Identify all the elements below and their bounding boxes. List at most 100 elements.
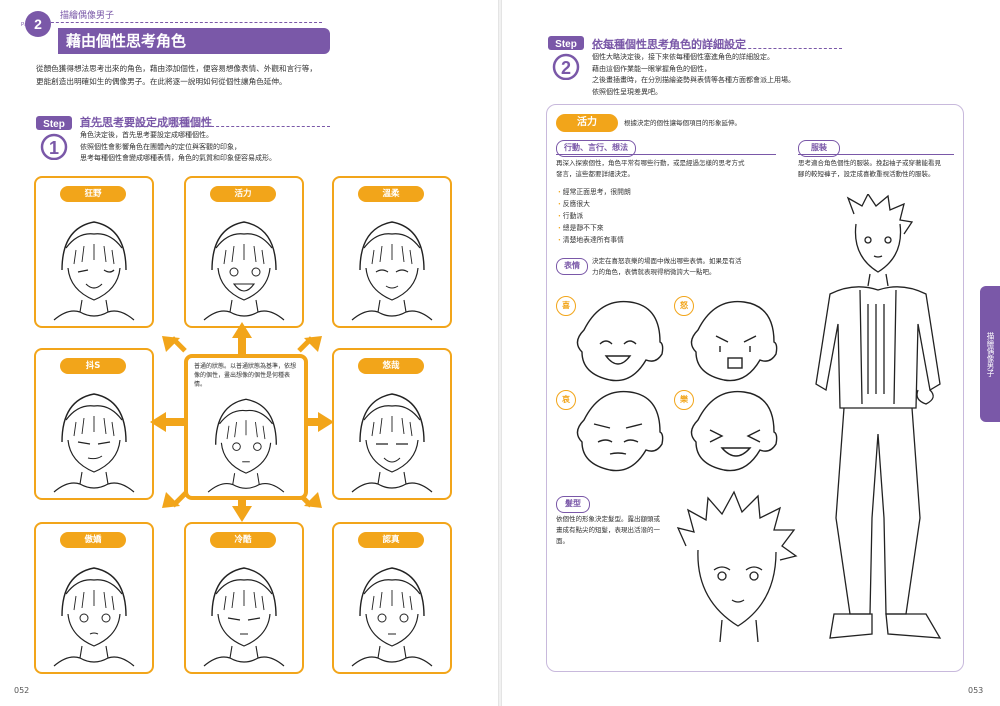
- full-body-character-illustration: [815, 194, 942, 639]
- step1-line: 思考每種個性會變成哪種表情，角色的氣質和印象便容易成形。: [80, 154, 276, 162]
- hair-line: 依個性的形象決定髮型。露出額頭或: [556, 515, 660, 523]
- intro-text: 從顏色獲得想法思考出來的角色，藉由添加個性，便容易想像表情、外觀和言行等， 更能…: [36, 62, 336, 88]
- behavior-list: ・經常正面思考，很開朗 ・反應很大 ・行動派 ・總是靜不下來 ・清楚地表達所有事…: [556, 186, 631, 246]
- step2-word: Step: [555, 39, 577, 50]
- expression-line: 決定在喜怒哀樂的場面中做出哪些表情。如果是有活: [592, 257, 742, 265]
- character-face-illustration: [203, 567, 285, 667]
- step2-line: 藉由這個作業能一眼掌握角色的個性，: [592, 64, 711, 73]
- step2-text: 個性大略決定後，接下來依每種個性塞進角色的詳細設定。 藉由這個作業能一眼掌握角色…: [592, 52, 795, 98]
- list-item: ・總是靜不下來: [556, 224, 604, 232]
- step1-text: 角色決定後，首先思考要設定成哪種個性。 依照個性會影響角色在團體內的定位與客觀的…: [80, 130, 276, 165]
- page-gutter: [498, 0, 502, 706]
- card-label: 狂野: [60, 186, 126, 202]
- part-number: 2: [34, 16, 42, 32]
- joyful-head: [690, 390, 778, 472]
- hand: [916, 389, 934, 405]
- direction-arrows: [150, 322, 334, 522]
- hair-label: 髮型: [556, 496, 590, 513]
- page-number-left: 052: [14, 686, 30, 695]
- hairstyle-illustration: [676, 490, 798, 643]
- step2-badge: Step 2: [548, 36, 584, 80]
- step2-title: 依每種個性思考角色的詳細設定: [592, 38, 746, 51]
- clothing-label: 服裝: [798, 140, 840, 157]
- behavior-divider: [556, 154, 776, 155]
- part-header-line: [36, 8, 322, 23]
- step1-badge: Step 1: [36, 116, 72, 160]
- hair-line: 面。: [556, 537, 569, 545]
- personality-card-carefree: 悠哉: [332, 348, 452, 500]
- expression-heads: [576, 300, 778, 472]
- personality-card-sadistic: 抖S: [34, 348, 154, 500]
- clothing-line: 思考適合角色個性的服裝。挽起袖子或穿著能看見: [798, 159, 941, 167]
- behavior-line: 發言，這些都要詳細決定。: [556, 170, 634, 178]
- list-item: ・反應很大: [556, 200, 590, 208]
- clothing-line: 腳的較短褲子，設定成喜歡重視活動性的服裝。: [798, 170, 935, 178]
- character-face-illustration: [207, 398, 285, 493]
- step1-divider: [80, 126, 330, 128]
- personality-card-tsundere: 傲嬌: [34, 522, 154, 674]
- clothing-text: 思考適合角色個性的服裝。挽起袖子或穿著能看見 腳的較短褲子，設定成喜歡重視活動性…: [798, 158, 941, 180]
- part-label: Part: [21, 22, 31, 28]
- personality-card-serious: 認真: [332, 522, 452, 674]
- card-label: 認真: [358, 532, 424, 548]
- shoes: [829, 613, 942, 639]
- emotion-tag-joyful: 樂: [674, 390, 694, 410]
- clothing-divider: [798, 154, 954, 155]
- sad-head: [576, 390, 664, 472]
- emotion-tag-angry: 怒: [674, 296, 694, 316]
- list-item: ・經常正面思考，很開朗: [556, 188, 631, 196]
- character-face-illustration: [53, 567, 135, 667]
- happy-head: [576, 300, 664, 382]
- step1-word: Step: [43, 119, 65, 130]
- page-number-right: 053: [968, 686, 984, 695]
- chapter-side-tab: 描繪偶像男子: [980, 286, 1000, 422]
- character-face-illustration: [351, 393, 433, 493]
- list-item: ・清楚地表達所有事情: [556, 236, 624, 244]
- behavior-text: 再深入探索個性，角色平常有哪些行動，或是經過怎樣的思考方式 發言，這些都要詳細決…: [556, 158, 745, 180]
- emotion-tag-happy: 喜: [556, 296, 576, 316]
- intro-line: 從顏色獲得想法思考出來的角色，藉由添加個性，便容易想像表情、外觀和言行等，: [36, 64, 317, 73]
- character-face-illustration: [53, 221, 135, 321]
- hair: [846, 194, 914, 235]
- card-label: 悠哉: [358, 358, 424, 374]
- card-label: 抖S: [60, 358, 126, 374]
- emotion-tag-sad: 哀: [556, 390, 576, 410]
- personality-card-energetic: 活力: [184, 176, 304, 328]
- personality-card-cool: 冷酷: [184, 522, 304, 674]
- step2-divider: [592, 48, 842, 49]
- expression-label: 表情: [556, 258, 588, 275]
- list-item: ・行動派: [556, 212, 584, 220]
- character-face-illustration: [53, 393, 135, 493]
- jacket: [815, 286, 941, 409]
- personality-card-gentle: 溫柔: [332, 176, 452, 328]
- character-face-illustration: [351, 221, 433, 321]
- step2-line: 之後畫插畫時，在分別描繪姿勢與表情等各種方面都會派上用場。: [592, 76, 795, 84]
- personality-label-energetic: 活力: [556, 114, 618, 132]
- page-title: 藉由個性思考角色: [58, 28, 330, 54]
- card-label: 活力: [210, 186, 276, 202]
- card-label: 傲嬌: [60, 532, 126, 548]
- step1-line: 角色決定後，首先思考要設定成哪種個性。: [80, 131, 213, 139]
- part-subtitle: 描繪偶像男子: [60, 11, 115, 21]
- angry-head: [690, 300, 778, 382]
- intro-line: 更能創造出明確如生的偶像男子。在此將逐一說明如何從個性讓角色延伸。: [36, 77, 287, 86]
- step1-number: 1: [49, 138, 59, 158]
- center-card-text: 普通的狀態。以普通狀態為基準，依想像的個性，畫出想像的個性是何種表情。: [194, 363, 297, 388]
- card-label: 冷酷: [210, 532, 276, 548]
- expression-text: 決定在喜怒哀樂的場面中做出哪些表情。如果是有活 力的角色，表情就表現得稍微誇大一…: [592, 256, 742, 278]
- step2-number: 2: [561, 58, 571, 78]
- character-face-illustration: [351, 567, 433, 667]
- behavior-label: 行動、言行、想法: [556, 140, 636, 157]
- hair-line: 畫成有點尖的短髮，表現出活潑的一: [556, 526, 660, 534]
- expression-line: 力的角色，表情就表現得稍微誇大一點吧。: [592, 268, 716, 276]
- character-face-illustration: [203, 221, 285, 321]
- part-badge: 2 Part: [21, 11, 51, 37]
- neutral-center-card: 普通的狀態。以普通狀態為基準，依想像的個性，畫出想像的個性是何種表情。: [184, 354, 308, 500]
- step1-line: 依照個性會影響角色在團體內的定位與客觀的印象，: [80, 142, 241, 151]
- step2-line: 依照個性呈現差異吧。: [592, 87, 662, 96]
- hair-text: 依個性的形象決定髮型。露出額頭或 畫成有點尖的短髮，表現出活潑的一 面。: [556, 514, 660, 547]
- personality-card-wild: 狂野: [34, 176, 154, 328]
- behavior-line: 再深入探索個性，角色平常有哪些行動，或是經過怎樣的思考方式: [556, 159, 745, 167]
- step2-line: 個性大略決定後，接下來依每種個性塞進角色的詳細設定。: [592, 53, 774, 61]
- card-label: 溫柔: [358, 186, 424, 202]
